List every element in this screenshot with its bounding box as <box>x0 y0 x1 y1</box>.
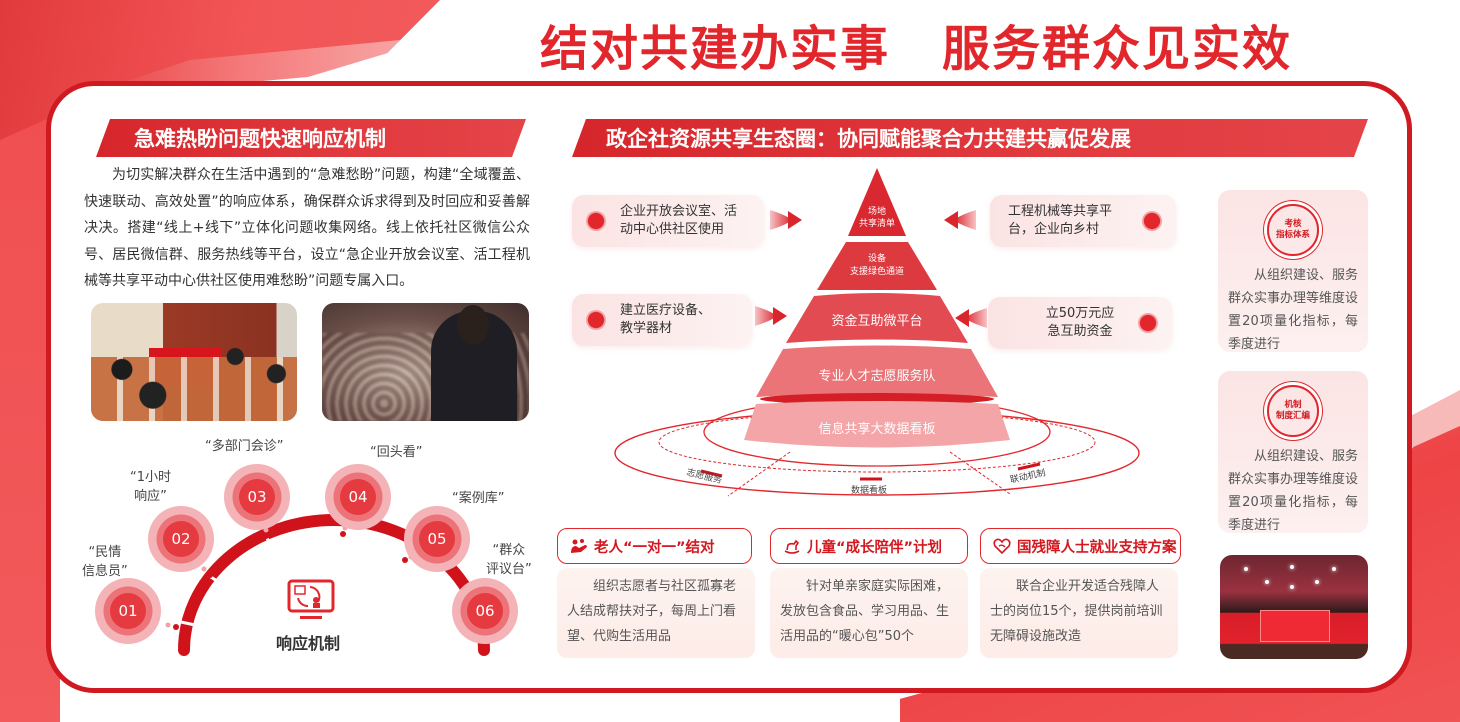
pyramid-layer-2 <box>817 242 937 290</box>
step-label-02: “1小时 响应” <box>130 470 172 504</box>
pyramid-layer-5-label: 信息共享大数据看板 <box>818 422 936 437</box>
program-title: 儿童“成长陪伴”计划 <box>807 539 943 556</box>
meeting-photo <box>91 303 297 421</box>
mechanism-step-05: 05 <box>404 506 470 572</box>
elderly-care-icon <box>571 539 587 553</box>
step-number: 02 <box>171 530 191 548</box>
arrow-left-icon <box>944 210 976 230</box>
resource-text: 工程机械等共享平台，企业向乡村 <box>1008 204 1113 237</box>
mechanism-step-03: 03 <box>224 464 290 530</box>
resource-card-venue: 企业开放会议室、活动中心供社区使用 <box>572 195 764 247</box>
main-title: 结对共建办实事服务群众见实效 <box>540 20 1310 78</box>
program-body-disability: 联合企业开发适合残障人士的岗位15个，提供岗前培训无障碍设施改造 <box>980 568 1178 658</box>
speaker-photo <box>322 303 529 421</box>
conference-stage-photo <box>1220 555 1368 659</box>
audience-heads <box>91 335 297 421</box>
bullet-dot-icon <box>1138 313 1158 333</box>
pyramid-layer-5 <box>744 401 1010 448</box>
program-tab-disability: 国残障人士就业支持方案 <box>980 528 1181 564</box>
arrow-left-icon <box>955 308 987 328</box>
program-text: 联合企业开发适合残障人士的岗位15个，提供岗前培训无障碍设施改造 <box>990 579 1163 644</box>
program-body-elderly: 组织志愿者与社区孤寡老人结成帮扶对子，每周上门看望、代购生活用品 <box>557 568 755 658</box>
pyramid-layer-1 <box>848 168 906 236</box>
step-number: 03 <box>247 488 267 506</box>
rocking-horse-icon <box>784 539 800 554</box>
seal-badge-icon: 考核 指标体系 <box>1267 204 1319 256</box>
step-label-05: “案例库” <box>452 491 505 506</box>
main-title-part-2: 服务群众见实效 <box>942 21 1293 77</box>
bullet-dot-icon <box>586 310 606 330</box>
resource-text: 企业开放会议室、活动中心供社区使用 <box>620 204 738 237</box>
step-label-04: “回头看” <box>370 445 423 460</box>
program-body-children: 针对单亲家庭实际困难，发放包含食品、学习用品、生活用品的“暖心包”50个 <box>770 568 968 658</box>
indicator-card-assessment: 考核 指标体系 从组织建设、服务群众实事办理等维度设置20项量化指标，每季度进行 <box>1218 190 1368 352</box>
pyramid-layer-3 <box>786 293 968 343</box>
step-label-01: “民情 信息员” <box>82 545 128 579</box>
section-heading-ecosystem: 政企社资源共享生态圈：协同赋能聚合力共建共赢促发展 <box>572 119 1368 157</box>
heart-hands-icon <box>993 538 1011 554</box>
stage-screen <box>1260 610 1330 642</box>
program-tab-elderly: 老人“一对一”结对 <box>557 528 752 564</box>
speaker-head <box>457 305 489 345</box>
pyramid-layer-3-label: 资金互助微平台 <box>831 314 923 329</box>
pyramid-layer-2-label: 设备 支援绿色通道 <box>849 254 904 277</box>
program-title: 国残障人士就业支持方案 <box>1017 539 1177 556</box>
response-intro-text: 为切实解决群众在生活中遇到的“急难愁盼”问题，构建“全域覆盖、快速联动、高效处置… <box>84 167 530 289</box>
pyramid-layer-4-label: 专业人才志愿服务队 <box>818 369 936 384</box>
step-number: 06 <box>475 602 495 620</box>
indicator-card-system: 机制 制度汇编 从组织建设、服务群众实事办理等维度设置20项量化指标，每季度进行 <box>1218 371 1368 533</box>
bullet-dot-icon <box>1142 211 1162 231</box>
main-title-part-1: 结对共建办实事 <box>540 21 891 77</box>
ring-label-data-board: 数据看板 <box>851 486 888 496</box>
program-text: 针对单亲家庭实际困难，发放包含食品、学习用品、生活用品的“暖心包”50个 <box>780 579 950 644</box>
resource-card-fund: 立50万元应急互助资金 <box>988 297 1172 349</box>
pyramid-layer-1-label: 场地 共享清单 <box>858 207 895 229</box>
step-number: 05 <box>427 530 447 548</box>
arrow-right-icon <box>770 210 802 230</box>
seal-badge-icon: 机制 制度汇编 <box>1267 385 1319 437</box>
pyramid-layer-4 <box>756 345 998 397</box>
step-number: 01 <box>118 602 138 620</box>
program-title: 老人“一对一”结对 <box>594 539 715 556</box>
section-heading-response: 急难热盼问题快速响应机制 <box>96 119 526 157</box>
step-number: 04 <box>348 488 368 506</box>
mechanism-label: 响应机制 <box>276 634 341 653</box>
indicator-text: 从组织建设、服务群众实事办理等维度设置20项量化指标，每季度进行 <box>1228 268 1359 352</box>
resource-text: 立50万元应急互助资金 <box>1045 306 1115 339</box>
resource-card-medical: 建立医疗设备、教学器材 <box>572 294 752 346</box>
monitor-feedback-icon <box>287 579 335 619</box>
step-label-03: “多部门会诊” <box>205 439 284 454</box>
resource-card-machinery: 工程机械等共享平台，企业向乡村 <box>990 195 1176 247</box>
mechanism-step-01: 01 <box>95 578 161 644</box>
mechanism-step-04: 04 <box>325 464 391 530</box>
bullet-dot-icon <box>586 211 606 231</box>
mechanism-step-06: 06 <box>452 578 518 644</box>
program-tab-children: 儿童“成长陪伴”计划 <box>770 528 968 564</box>
mechanism-step-02: 02 <box>148 506 214 572</box>
program-text: 组织志愿者与社区孤寡老人结成帮扶对子，每周上门看望、代购生活用品 <box>567 579 737 644</box>
step-label-06: “群众 评议台” <box>486 543 532 577</box>
resource-text: 建立医疗设备、教学器材 <box>620 303 712 336</box>
arrow-right-icon <box>755 306 787 326</box>
indicator-text: 从组织建设、服务群众实事办理等维度设置20项量化指标，每季度进行 <box>1228 449 1359 533</box>
